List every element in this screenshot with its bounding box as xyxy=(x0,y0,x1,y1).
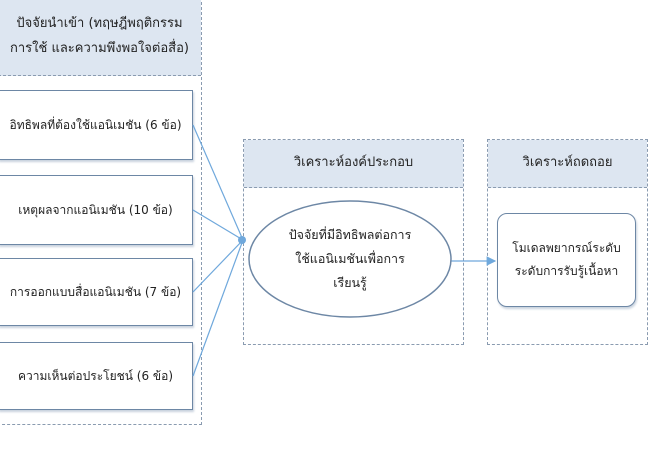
model-line2: ระดับการรับรู้เนื้อหา xyxy=(514,264,619,278)
input-box: เหตุผลจากแอนิเมชัน (10 ข้อ) xyxy=(0,175,193,245)
input-title-line2: การใช้ และความพึงพอใจต่อสื่อ) xyxy=(10,40,189,56)
ellipse-line3: เรียนรู้ xyxy=(333,274,367,290)
regression-title: วิเคราะห์ถดถอย xyxy=(522,155,613,171)
factor-ellipse xyxy=(248,200,452,318)
input-box-label: อิทธิพลที่ต้องใช้แอนิเมชัน (6 ข้อ) xyxy=(9,117,182,132)
input-box-label: เหตุผลจากแอนิเมชัน (10 ข้อ) xyxy=(18,202,173,217)
input-group xyxy=(0,0,202,425)
input-box: อิทธิพลที่ต้องใช้แอนิเมชัน (6 ข้อ) xyxy=(0,90,193,160)
input-title-line1: ปัจจัยนำเข้า (ทฤษฎีพฤติกรรม xyxy=(16,15,183,31)
prediction-model-box: โมเดลพยากรณ์ระดับ ระดับการรับรู้เนื้อหา xyxy=(497,213,636,307)
factor-group-header: วิเคราะห์องค์ประกอบ xyxy=(244,140,463,188)
junction-dot xyxy=(238,236,246,244)
ellipse-line2: ใช้แอนิเมชันเพื่อการ xyxy=(295,251,405,267)
input-group-header: ปัจจัยนำเข้า (ทฤษฎีพฤติกรรม การใช้ และคว… xyxy=(0,0,201,76)
input-box-label: การออกแบบสื่อแอนิเมชัน (7 ข้อ) xyxy=(9,284,182,299)
arrow xyxy=(192,124,244,241)
input-box: ความเห็นต่อประโยชน์ (6 ข้อ) xyxy=(0,342,193,410)
input-box-label: ความเห็นต่อประโยชน์ (6 ข้อ) xyxy=(18,368,173,383)
factor-title: วิเคราะห์องค์ประกอบ xyxy=(293,155,414,171)
ellipse-text: ปัจจัยที่มีอิทธิพลต่อการ ใช้แอนิเมชันเพื… xyxy=(255,205,445,313)
regression-group-header: วิเคราะห์ถดถอย xyxy=(488,140,647,188)
arrow xyxy=(192,239,244,377)
ellipse-line1: ปัจจัยที่มีอิทธิพลต่อการ xyxy=(288,227,412,243)
model-line1: โมเดลพยากรณ์ระดับ xyxy=(512,241,621,256)
input-box: การออกแบบสื่อแอนิเมชัน (7 ข้อ) xyxy=(0,258,193,326)
arrow xyxy=(192,209,244,241)
arrow xyxy=(192,239,244,293)
regression-group xyxy=(487,139,648,345)
